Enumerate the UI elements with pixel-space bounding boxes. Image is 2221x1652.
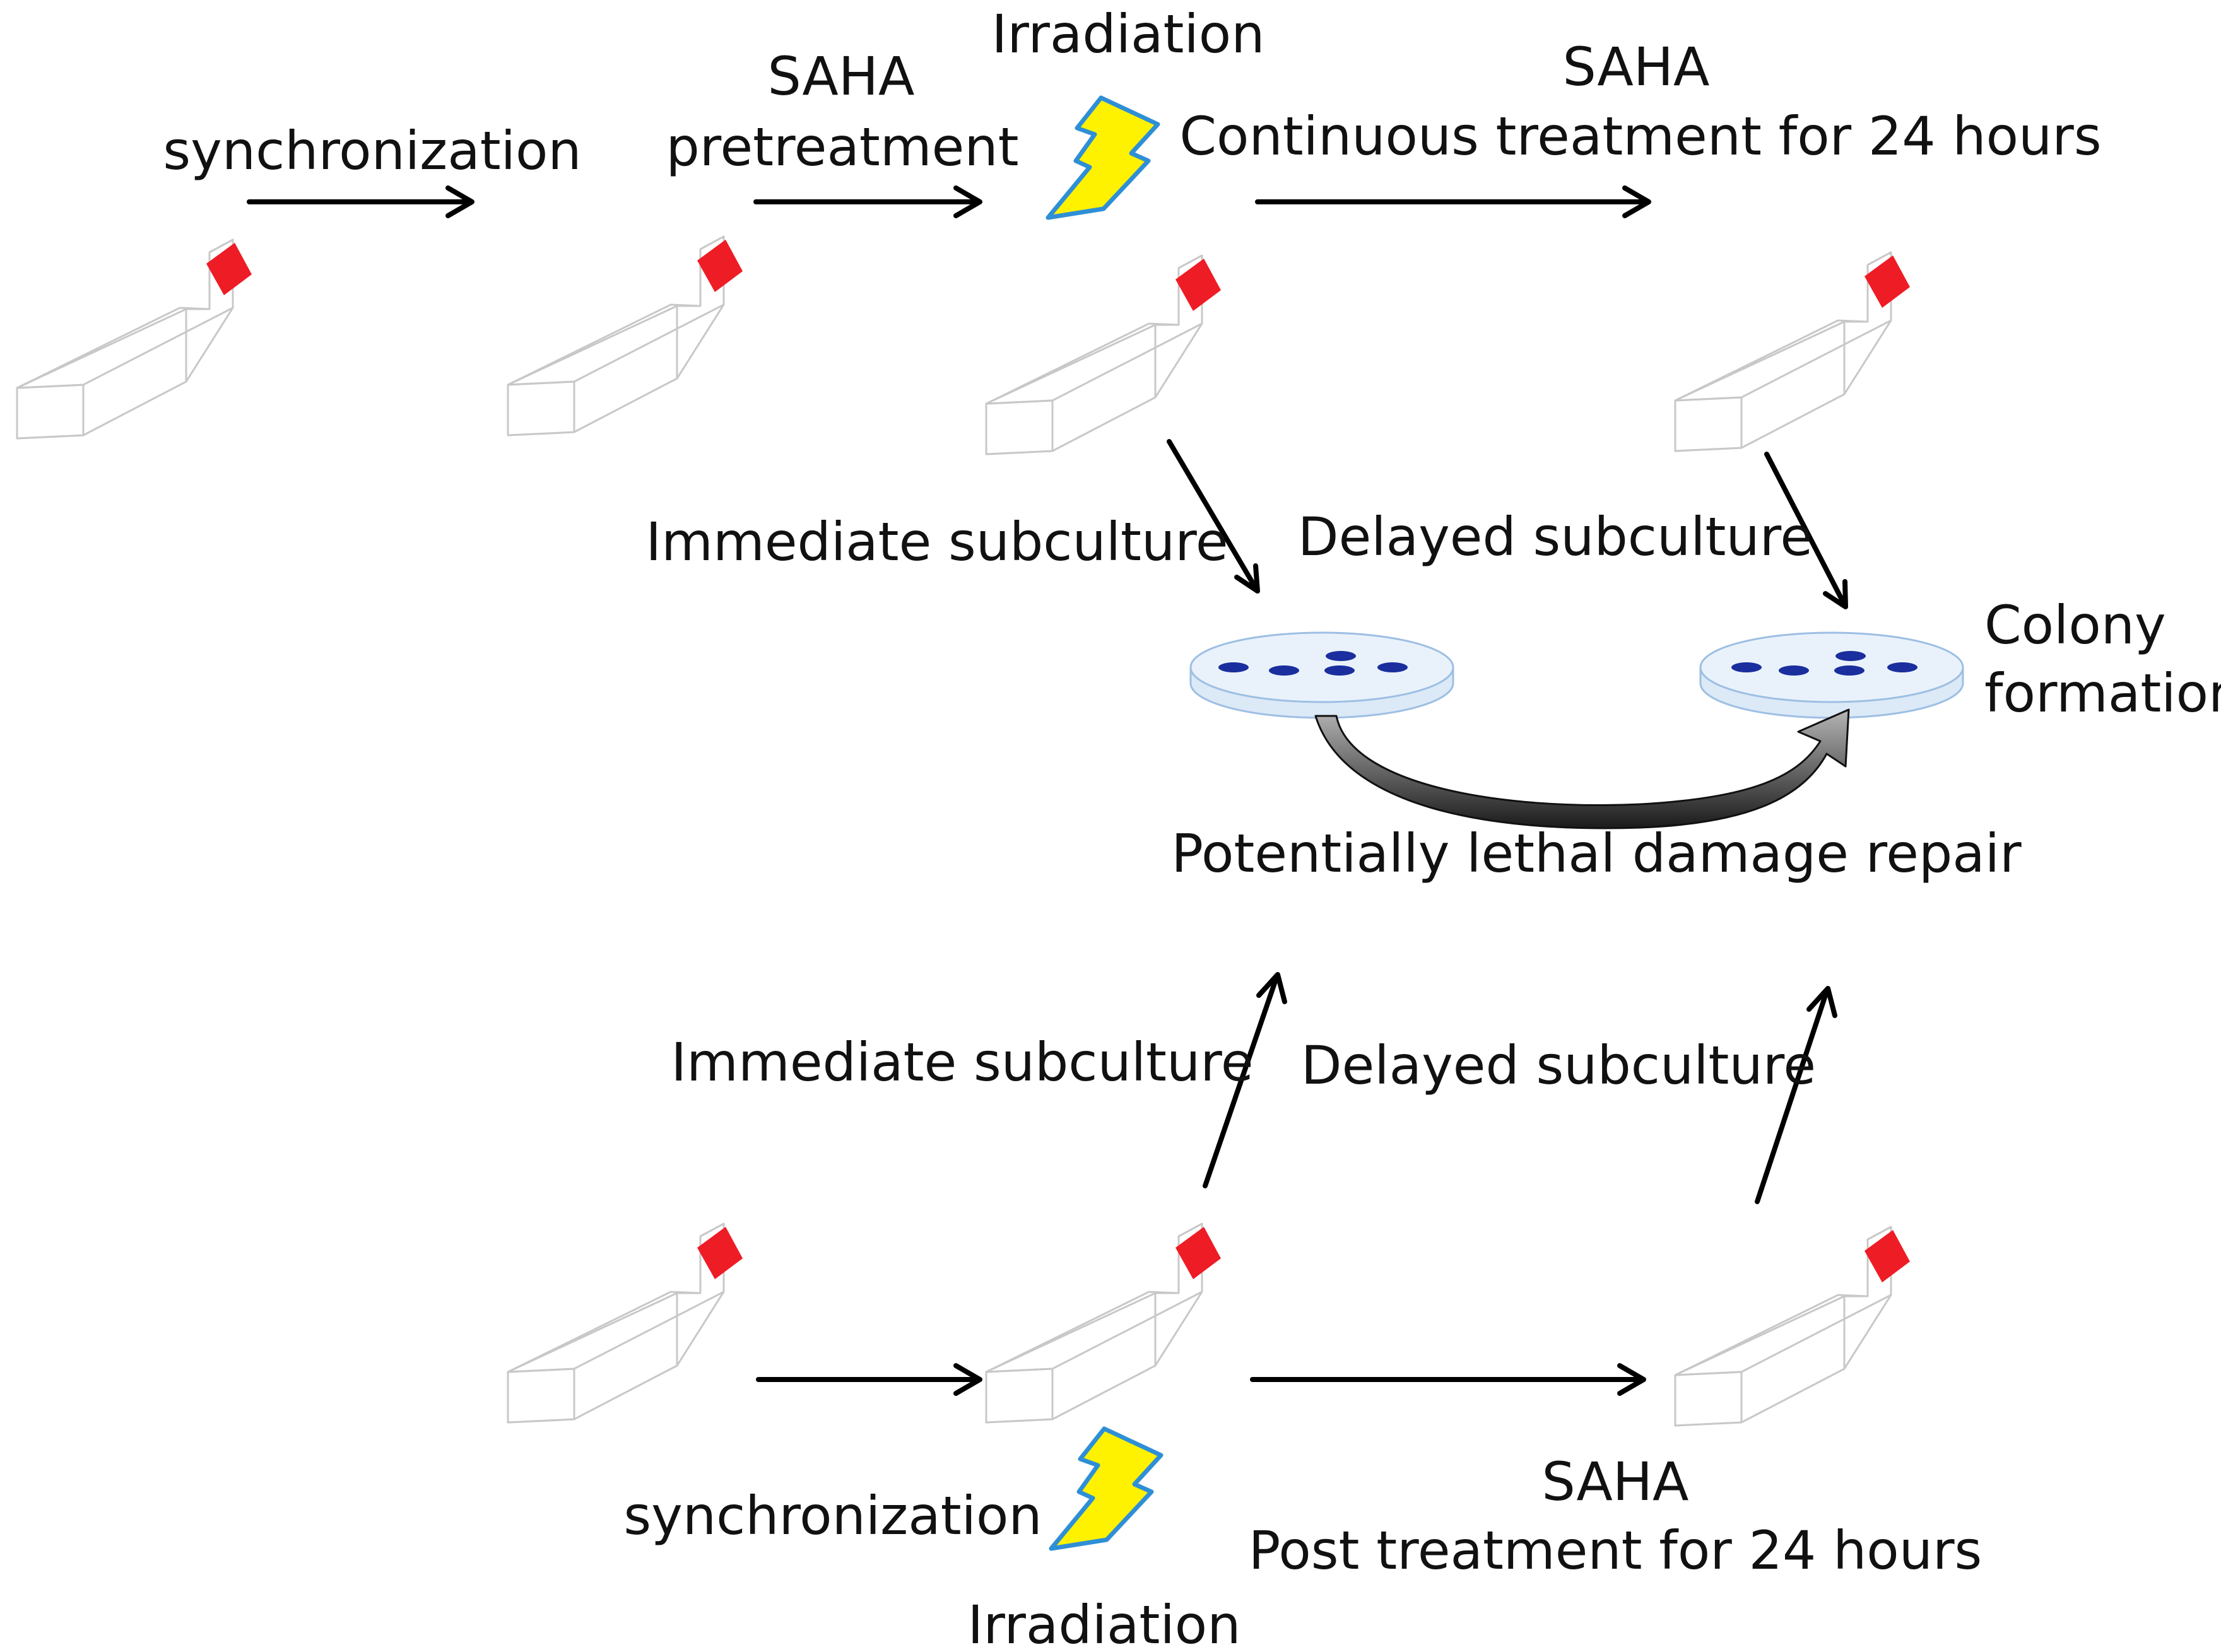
arrow-immediate-subculture-top (1167, 439, 1260, 594)
label-colony-formation-2: formation (1984, 662, 2221, 724)
flask-icon (1674, 251, 1911, 452)
flask-icon (507, 235, 744, 436)
colony-dot (1887, 662, 1918, 672)
label-irradiation-top: Irradiation (992, 3, 1265, 65)
colony-dot (1731, 662, 1762, 672)
lightning-bolt-icon (1051, 1429, 1161, 1549)
label-synchronization-bottom: synchronization (623, 1485, 1042, 1547)
colony-dot (1218, 662, 1249, 672)
flask-icon (507, 1222, 744, 1424)
arrow-continuous-treatment (1255, 185, 1651, 218)
label-delayed-subculture-top: Delayed subculture (1298, 506, 1813, 568)
arrow-synchronization-bottom (756, 1363, 982, 1396)
flask-icon (1674, 1226, 1911, 1427)
label-saha-post-1: SAHA (1542, 1451, 1689, 1513)
label-colony-formation-1: Colony (1984, 594, 2166, 656)
flask-icon (16, 238, 253, 440)
arrow-pretreatment (753, 185, 982, 218)
arrow-delayed-subculture-top (1764, 452, 1848, 609)
label-saha-continuous-2: Continuous treatment for 24 hours (1179, 105, 2101, 167)
colony-dot (1269, 665, 1299, 676)
lightning-bolt-icon (1048, 98, 1158, 218)
arrow-immediate-subculture-bottom (1203, 972, 1287, 1188)
colony-dot (1835, 651, 1866, 661)
label-irradiation-bottom: Irradiation (968, 1594, 1241, 1652)
label-saha-pretreatment-2: pretreatment (666, 116, 1018, 178)
label-saha-pretreatment-1: SAHA (768, 45, 915, 107)
colony-dot (1326, 651, 1356, 661)
arrow-post-treatment (1250, 1363, 1646, 1396)
label-repair: Potentially lethal damage repair (1171, 823, 2022, 884)
colony-dot (1779, 665, 1809, 676)
label-synchronization-top: synchronization (163, 120, 581, 182)
petri-dish-icon (1189, 631, 1454, 719)
arrow-delayed-subculture-bottom (1755, 986, 1837, 1204)
flask-icon (985, 254, 1222, 455)
label-saha-continuous-1: SAHA (1563, 36, 1710, 98)
colony-dot (1377, 662, 1408, 672)
flask-icon (985, 1222, 1222, 1424)
label-saha-post-2: Post treatment for 24 hours (1249, 1520, 1982, 1581)
petri-dish-icon (1699, 631, 1964, 719)
colony-dot (1834, 665, 1865, 676)
arrow-synchronization (247, 185, 474, 218)
label-immediate-subculture-bottom: Immediate subculture (671, 1031, 1253, 1093)
colony-dot (1324, 665, 1355, 676)
repair-curved-arrow (1314, 708, 1850, 829)
label-immediate-subculture-top: Immediate subculture (645, 511, 1228, 573)
label-delayed-subculture-bottom: Delayed subculture (1301, 1034, 1816, 1096)
